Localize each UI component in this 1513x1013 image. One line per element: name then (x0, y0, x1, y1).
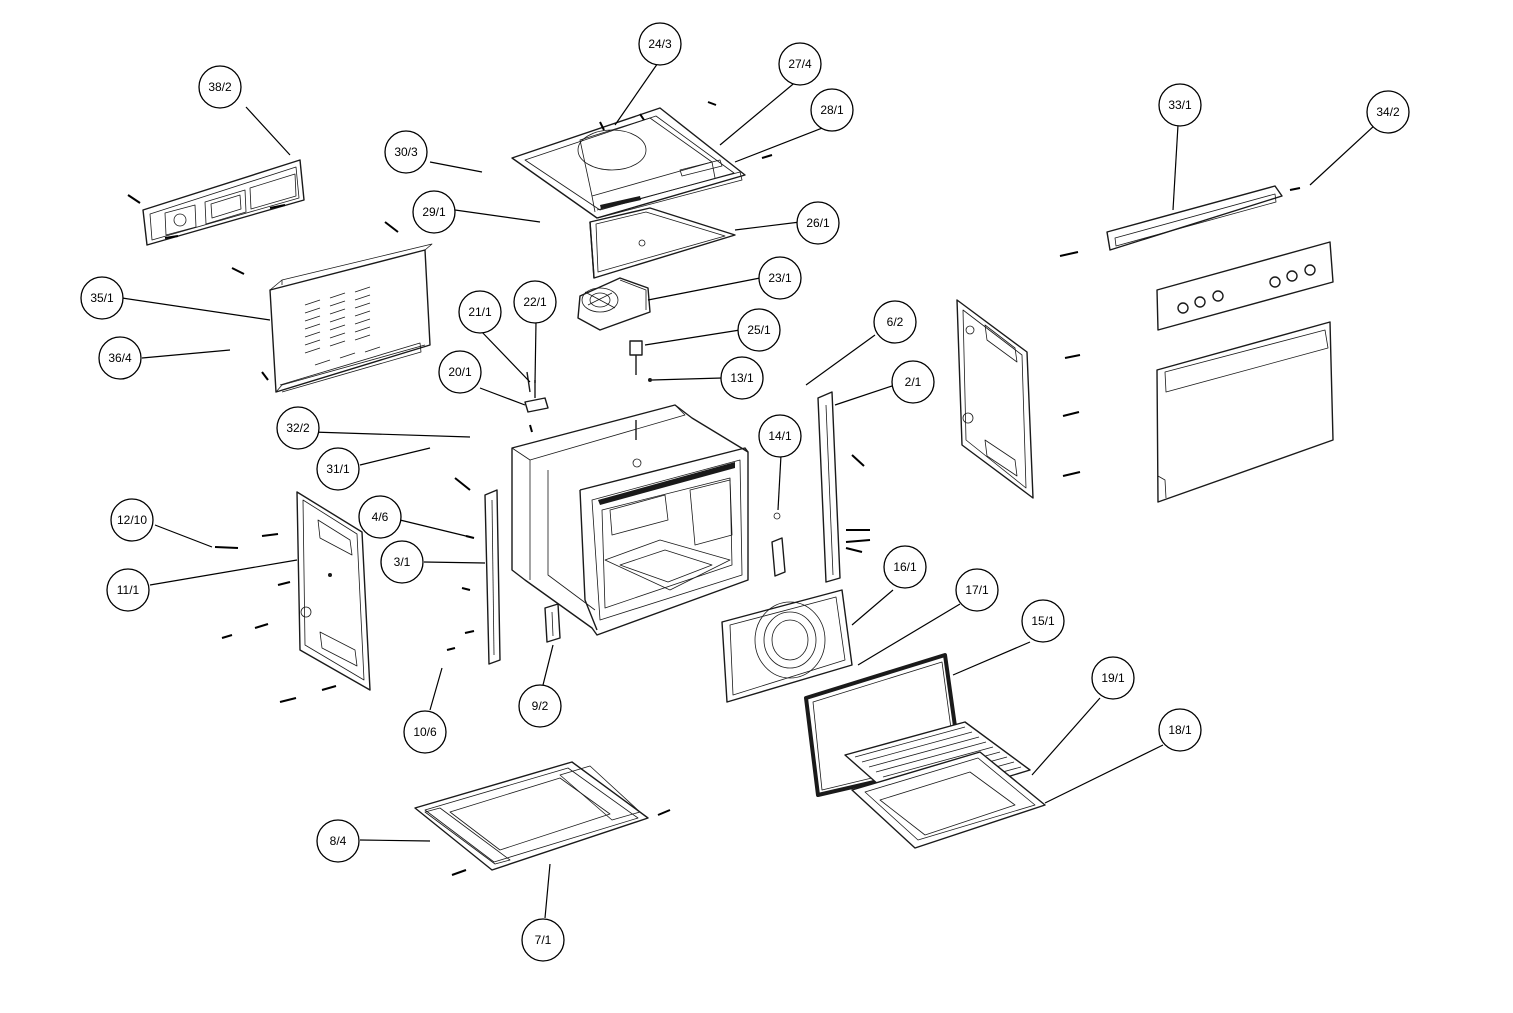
callout-12-10: 12/10 (110, 498, 154, 542)
svg-text:17/1: 17/1 (965, 583, 989, 597)
callout-11-1: 11/1 (106, 568, 150, 612)
svg-text:26/1: 26/1 (806, 216, 830, 230)
callout-35-1: 35/1 (80, 276, 124, 320)
svg-text:13/1: 13/1 (730, 371, 754, 385)
callout-22-1: 22/1 (513, 280, 557, 324)
svg-text:30/3: 30/3 (394, 145, 418, 159)
callout-33-1: 33/1 (1158, 83, 1202, 127)
leader-lines (121, 59, 1376, 919)
svg-text:27/4: 27/4 (788, 57, 812, 71)
control-panel-front (1156, 241, 1334, 331)
callout-24-3: 24/3 (638, 22, 682, 66)
svg-text:32/2: 32/2 (286, 421, 310, 435)
svg-text:16/1: 16/1 (893, 560, 917, 574)
svg-text:34/2: 34/2 (1376, 105, 1400, 119)
fan-cover-plate (589, 207, 736, 279)
svg-text:9/2: 9/2 (532, 699, 549, 713)
lamp-bracket (524, 371, 549, 433)
right-side-strip (817, 391, 871, 583)
svg-text:36/4: 36/4 (108, 351, 132, 365)
callout-38-2: 38/2 (198, 65, 242, 109)
svg-text:12/10: 12/10 (117, 513, 147, 527)
callout-29-1: 29/1 (412, 190, 456, 234)
svg-text:3/1: 3/1 (394, 555, 411, 569)
left-side-panel (214, 491, 371, 703)
callout-36-4: 36/4 (98, 336, 142, 380)
right-side-panel (956, 251, 1081, 499)
callout-14-1: 14/1 (758, 414, 802, 458)
svg-text:24/3: 24/3 (648, 37, 672, 51)
callout-16-1: 16/1 (883, 545, 927, 589)
bottom-panel (414, 761, 671, 876)
fan-motor (577, 277, 651, 331)
callout-6-2: 6/2 (873, 300, 917, 344)
callout-28-1: 28/1 (810, 88, 854, 132)
svg-text:22/1: 22/1 (523, 295, 547, 309)
thermostat-sensor (629, 340, 652, 382)
callout-23-1: 23/1 (758, 256, 802, 300)
callout-3-1: 3/1 (380, 540, 424, 584)
callout-19-1: 19/1 (1091, 656, 1135, 700)
callout-34-2: 34/2 (1366, 90, 1410, 134)
svg-text:23/1: 23/1 (768, 271, 792, 285)
svg-text:33/1: 33/1 (1168, 98, 1192, 112)
door-hinge (771, 512, 786, 577)
oven-cavity (511, 404, 749, 636)
callout-21-1: 21/1 (458, 290, 502, 334)
svg-text:21/1: 21/1 (468, 305, 492, 319)
door-frame-strip (446, 477, 501, 665)
svg-text:6/2: 6/2 (887, 315, 904, 329)
oven-door (1156, 321, 1334, 503)
callout-15-1: 15/1 (1021, 599, 1065, 643)
top-cover (511, 101, 773, 219)
control-panel-rail (1106, 185, 1301, 251)
callout-18-1: 18/1 (1158, 708, 1202, 752)
hinge-bracket (544, 603, 561, 643)
svg-text:38/2: 38/2 (208, 80, 232, 94)
callout-7-1: 7/1 (521, 918, 565, 962)
svg-text:19/1: 19/1 (1101, 671, 1125, 685)
svg-text:18/1: 18/1 (1168, 723, 1192, 737)
svg-text:11/1: 11/1 (117, 583, 140, 597)
rear-cover (231, 221, 433, 393)
svg-text:4/6: 4/6 (372, 510, 389, 524)
svg-text:7/1: 7/1 (535, 933, 552, 947)
svg-text:8/4: 8/4 (330, 834, 347, 848)
callout-10-6: 10/6 (403, 710, 447, 754)
svg-text:20/1: 20/1 (448, 365, 472, 379)
callout-13-1: 13/1 (720, 356, 764, 400)
svg-text:29/1: 29/1 (422, 205, 446, 219)
callout-2-1: 2/1 (891, 360, 935, 404)
callout-27-4: 27/4 (778, 42, 822, 86)
callout-26-1: 26/1 (796, 201, 840, 245)
svg-text:28/1: 28/1 (820, 103, 844, 117)
svg-text:25/1: 25/1 (747, 323, 771, 337)
callout-30-3: 30/3 (384, 130, 428, 174)
svg-text:14/1: 14/1 (768, 429, 792, 443)
baking-tray (851, 751, 1046, 849)
callout-31-1: 31/1 (316, 447, 360, 491)
callout-8-4: 8/4 (316, 819, 360, 863)
callout-32-2: 32/2 (276, 406, 320, 450)
control-panel-bracket (127, 159, 305, 246)
svg-text:35/1: 35/1 (90, 291, 114, 305)
callout-9-2: 9/2 (518, 684, 562, 728)
callout-25-1: 25/1 (737, 308, 781, 352)
fan-back-panel (721, 589, 853, 703)
callout-20-1: 20/1 (438, 350, 482, 394)
svg-text:10/6: 10/6 (413, 725, 437, 739)
svg-text:15/1: 15/1 (1031, 614, 1055, 628)
callout-4-6: 4/6 (358, 495, 402, 539)
svg-text:2/1: 2/1 (905, 375, 922, 389)
svg-text:31/1: 31/1 (326, 462, 350, 476)
callout-17-1: 17/1 (955, 568, 999, 612)
